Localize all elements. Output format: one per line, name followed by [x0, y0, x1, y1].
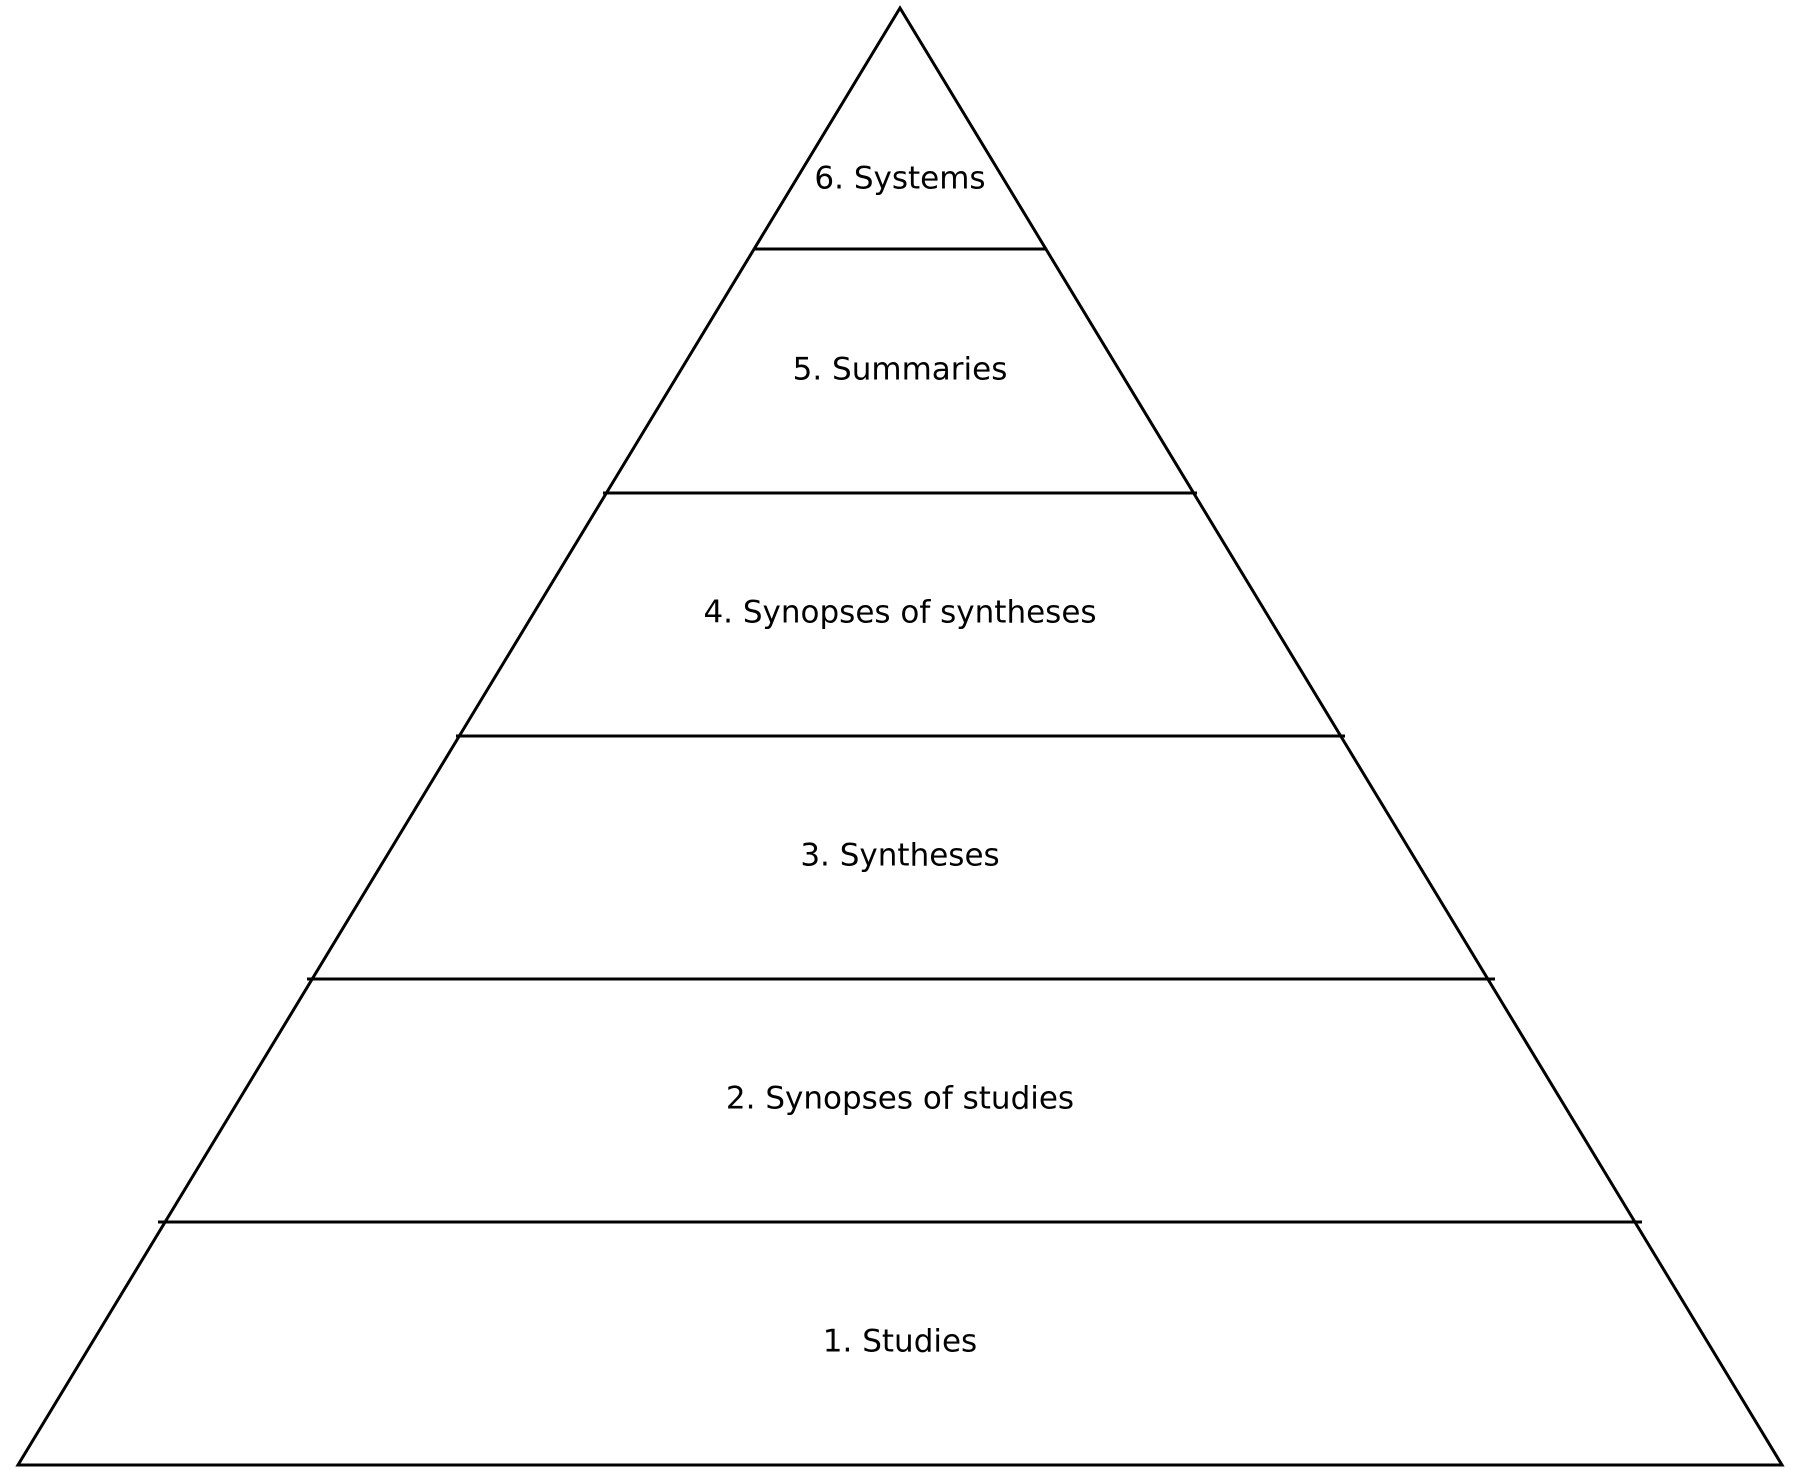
level-4-label: 4. Synopses of syntheses	[703, 595, 1096, 631]
level-3-label: 3. Syntheses	[800, 838, 999, 874]
level-2-label: 2. Synopses of studies	[726, 1081, 1074, 1117]
level-6-label: 6. Systems	[814, 161, 985, 197]
level-1-label: 1. Studies	[823, 1324, 977, 1360]
level-5-label: 5. Summaries	[793, 352, 1008, 388]
